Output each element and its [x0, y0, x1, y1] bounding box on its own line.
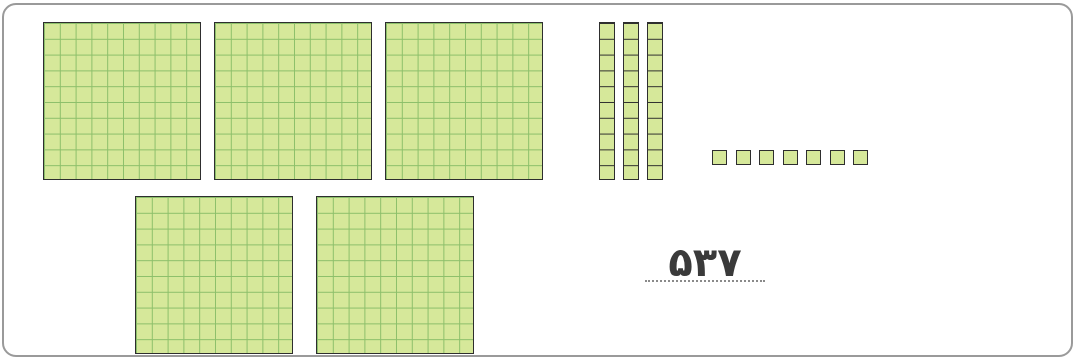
ten-rod-block: [599, 22, 615, 180]
answer-box: ۵۳۷: [645, 240, 765, 288]
one-unit-block: [806, 150, 821, 165]
hundred-flat-block: [385, 22, 543, 180]
one-unit-block: [853, 150, 868, 165]
one-unit-block: [830, 150, 845, 165]
hundred-flat-block: [43, 22, 201, 180]
hundred-flat-block: [135, 196, 293, 354]
one-unit-block: [712, 150, 727, 165]
answer-number: ۵۳۷: [645, 240, 765, 286]
one-unit-block: [736, 150, 751, 165]
hundred-flat-block: [316, 196, 474, 354]
hundred-flat-block: [214, 22, 372, 180]
ten-rod-block: [647, 22, 663, 180]
ten-rod-block: [623, 22, 639, 180]
one-unit-block: [783, 150, 798, 165]
one-unit-block: [759, 150, 774, 165]
